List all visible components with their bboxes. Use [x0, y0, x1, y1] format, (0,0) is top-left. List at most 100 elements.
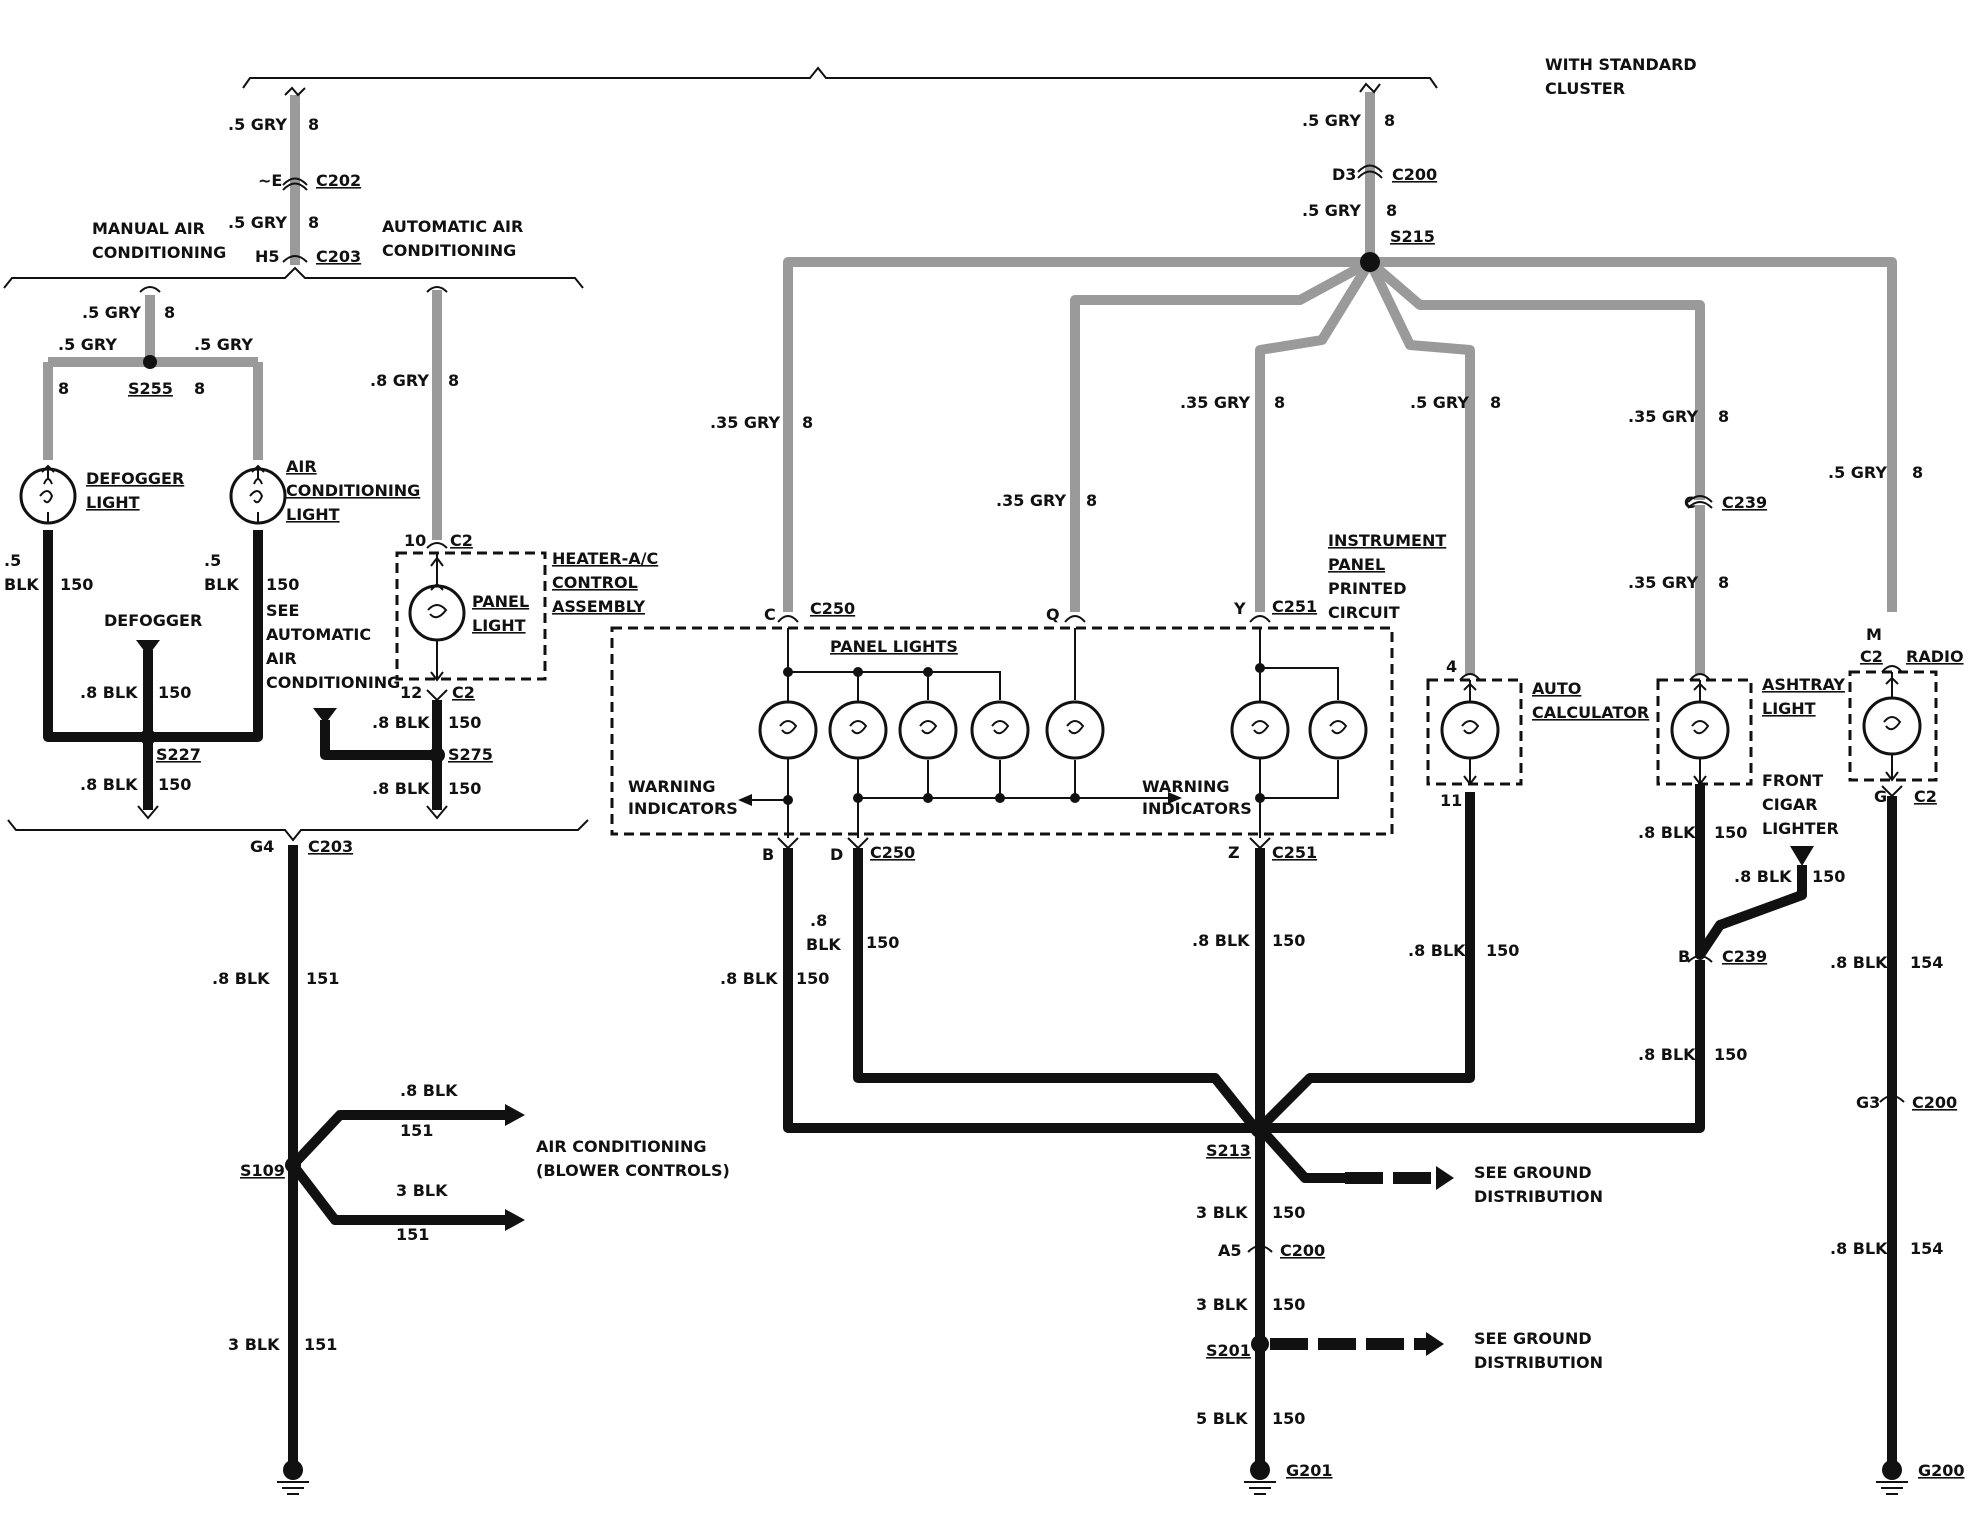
splice-s109	[285, 1157, 301, 1173]
cluster-note-2: CLUSTER	[1545, 79, 1625, 98]
circuit-label: 8	[1086, 491, 1097, 510]
wire-label: 5 BLK	[1196, 1409, 1248, 1428]
wire-label: 3 BLK	[1196, 1203, 1248, 1222]
connector-c200-label: C200	[1392, 165, 1437, 184]
circuit-label: 150	[60, 575, 93, 594]
circuit-label: 150	[796, 969, 829, 988]
s213-ground-wires	[783, 784, 1897, 1470]
connector-c202	[282, 177, 308, 191]
circuit-label: 8	[1718, 407, 1729, 426]
warn-right-1: WARNING	[1142, 777, 1230, 796]
ground-dist-1: SEE GROUND	[1474, 1163, 1592, 1182]
see-auto-1: SEE	[266, 601, 299, 620]
wire-label: .5 GRY	[82, 303, 141, 322]
ac-light-label-3: LIGHT	[286, 505, 340, 524]
wire-label: .5 GRY	[1302, 201, 1361, 220]
circuit-label: 154	[1910, 1239, 1943, 1258]
connector-pin: 12	[400, 683, 422, 702]
defogger-light-label-1: DEFOGGER	[86, 469, 184, 488]
connector-pin: G	[1874, 787, 1887, 806]
arrow	[426, 805, 448, 820]
blower-label-1: AIR CONDITIONING	[536, 1137, 707, 1156]
connector-arc	[1249, 615, 1271, 623]
splice-s255	[143, 355, 157, 369]
wire-label: .5 GRY	[228, 213, 287, 232]
connector-c203-label: C203	[316, 247, 361, 266]
connector-pin: D	[830, 845, 843, 864]
wire-label: .35 GRY	[996, 491, 1066, 510]
splice-s109-label: S109	[240, 1161, 285, 1180]
heater-label-2: CONTROL	[552, 573, 638, 592]
circuit-label: 150	[1272, 1295, 1305, 1314]
connector-arc	[426, 689, 448, 702]
wire-label: .5 GRY	[58, 335, 117, 354]
s109-wires	[288, 845, 515, 1475]
connector-c203-top	[282, 255, 308, 263]
connector-c239-label: C239	[1722, 947, 1767, 966]
circuit-label: 8	[1274, 393, 1285, 412]
circuit-label: 8	[1386, 201, 1397, 220]
ipc-label-3: PRINTED	[1328, 579, 1407, 598]
connector-pin: 11	[1440, 791, 1462, 810]
see-auto-3: AIR	[266, 649, 297, 668]
connector-c2-label: C2	[450, 531, 473, 550]
ac-light-label-1: AIR	[286, 457, 317, 476]
circuit-label: 8	[308, 213, 319, 232]
connector-c251-label: C251	[1272, 843, 1317, 862]
circuit-label: 150	[158, 775, 191, 794]
warn-left-2: INDICATORS	[628, 799, 738, 818]
circuit-label: 150	[1486, 941, 1519, 960]
connector-c2-label: C2	[1860, 647, 1883, 666]
ground-symbol-g200	[1876, 1460, 1908, 1495]
connector-pin: C	[1684, 493, 1696, 512]
wire-label: .35 GRY	[1180, 393, 1250, 412]
warn-right-2: INDICATORS	[1142, 799, 1252, 818]
connector-arc	[1064, 615, 1086, 623]
wire-label: .8 BLK	[80, 683, 138, 702]
connector-c239-top	[1687, 495, 1713, 509]
circuit-label: 150	[266, 575, 299, 594]
connector-pin: Z	[1228, 843, 1240, 862]
connector-pin: G3	[1856, 1093, 1880, 1112]
splice-s255-label: S255	[128, 379, 173, 398]
warn-left-1: WARNING	[628, 777, 716, 796]
wire-label: .5 GRY	[1828, 463, 1887, 482]
ground-symbol-g201	[1244, 1460, 1276, 1495]
wire-label: .8 BLK	[400, 1081, 458, 1100]
feed-arrow	[313, 708, 337, 724]
wire-label: BLK	[806, 935, 841, 954]
ground-dist-1: SEE GROUND	[1474, 1329, 1592, 1348]
section-manual-1: MANUAL AIR	[92, 219, 205, 238]
arrow	[137, 805, 159, 820]
wire-label: .8 BLK	[372, 713, 430, 732]
circuit-label: 151	[304, 1335, 337, 1354]
defogger-feed-label: DEFOGGER	[104, 611, 202, 630]
connector-pin: Q	[1046, 605, 1060, 624]
ashtray-label-1: ASHTRAY	[1762, 675, 1845, 694]
splice-s201	[1251, 1335, 1269, 1353]
connector-c203-label: C203	[308, 837, 353, 856]
auto-calc-label-1: AUTO	[1532, 679, 1581, 698]
connector-c250-label: C250	[810, 599, 855, 618]
center-feed-wire	[1359, 82, 1381, 262]
connector-c250-label: C250	[870, 843, 915, 862]
connector-pin: 4	[1446, 657, 1457, 676]
connector-c200-radio	[1879, 1095, 1905, 1103]
wire-label: .8 BLK	[720, 969, 778, 988]
s215-distribution-wires	[783, 257, 1897, 675]
circuit-label: 151	[306, 969, 339, 988]
connector-pin: A5	[1218, 1241, 1242, 1260]
wire-label: .8 BLK	[80, 775, 138, 794]
cigar-label-2: CIGAR	[1762, 795, 1818, 814]
auto-calculator	[1426, 678, 1523, 786]
defogger-light-label-2: LIGHT	[86, 493, 140, 512]
circuit-label: 151	[396, 1225, 429, 1244]
circuit-label: 150	[1714, 823, 1747, 842]
wire-label: .5 GRY	[1302, 111, 1361, 130]
cigar-label-3: LIGHTER	[1762, 819, 1839, 838]
connector-pin: B	[1678, 947, 1690, 966]
splice-s215	[1360, 252, 1380, 272]
section-auto-1: AUTOMATIC AIR	[382, 217, 523, 236]
panel-light-bulbs	[738, 628, 1368, 838]
auto-ac-wire	[426, 286, 448, 540]
